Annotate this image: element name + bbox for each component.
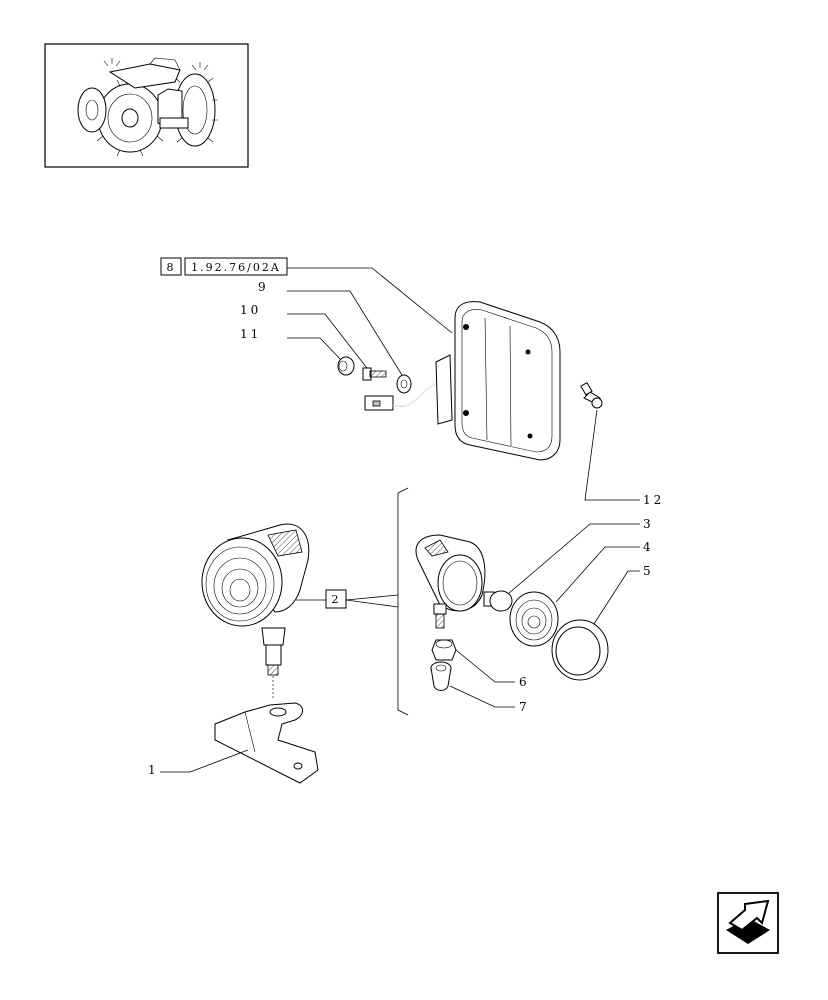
callout-1: 1 (148, 763, 159, 777)
leader-11 (287, 337, 344, 363)
callout-3: 3 (643, 517, 654, 531)
work-lamp (201, 523, 310, 700)
leader-12 (584, 409, 640, 501)
cable-connector (364, 381, 441, 411)
part-11-nut (337, 356, 355, 376)
reference-code: 1.92.76/02A (191, 261, 281, 274)
leader-10 (287, 313, 371, 373)
callout-10: 10 (240, 303, 261, 317)
group-leader-right (345, 594, 399, 608)
part-12-bulb (580, 381, 603, 409)
part-6-nut (431, 639, 457, 661)
callout-5: 5 (643, 564, 654, 578)
reference-leader-line (287, 267, 453, 334)
leader-4 (555, 546, 640, 603)
callout-4: 4 (643, 540, 654, 554)
leader-7 (449, 685, 515, 708)
part-1-mounting-bracket (214, 702, 319, 784)
part-9-washer (396, 374, 412, 394)
part-4-lens (509, 591, 559, 647)
reference-box[interactable]: 8 1.92.76/02A (160, 257, 288, 276)
group-label-text: 2 (332, 593, 341, 606)
leader-6 (455, 649, 515, 683)
callout-12: 12 (643, 493, 664, 507)
part-3-bulb (483, 590, 513, 612)
tractor-thumbnail-icon[interactable] (44, 43, 249, 168)
group-bracket (397, 487, 409, 716)
leader-3 (507, 523, 640, 595)
part-7-sleeve (430, 661, 452, 691)
rear-lamp-housing (435, 301, 561, 461)
leader-5 (593, 570, 640, 625)
callout-7: 7 (519, 700, 530, 714)
callout-9: 9 (258, 280, 269, 294)
callout-6: 6 (519, 675, 530, 689)
group-label-2[interactable]: 2 (325, 589, 347, 609)
leader-1 (160, 749, 249, 773)
part-10-screw (362, 367, 387, 381)
reference-box-number: 8 (167, 261, 176, 274)
leader-9 (287, 290, 406, 381)
lamp-housing-exploded (415, 534, 486, 629)
part-5-ring (551, 619, 609, 681)
callout-11: 11 (240, 327, 261, 341)
next-page-arrow-icon[interactable] (717, 892, 779, 954)
